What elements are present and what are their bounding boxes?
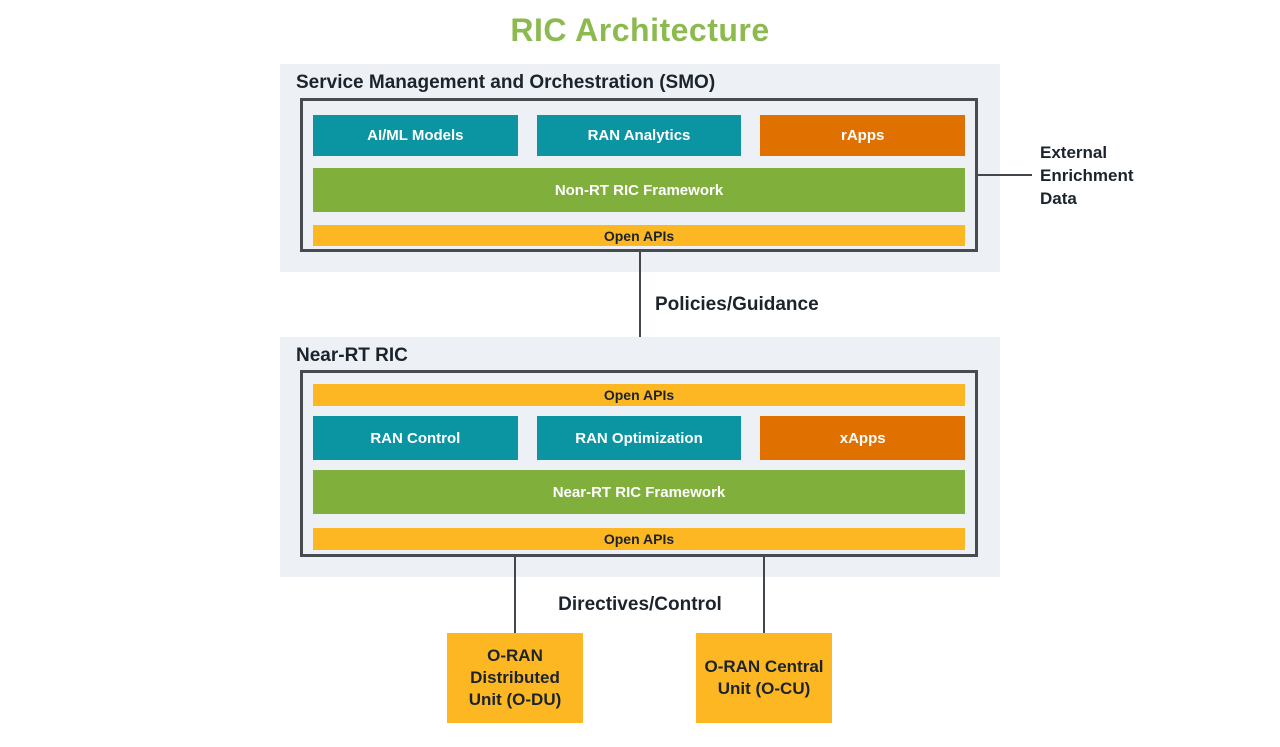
smo-block-ran-analytics: RAN Analytics — [536, 115, 742, 156]
policies-guidance-line — [639, 252, 641, 370]
smo-block-rapps: rApps — [760, 115, 966, 156]
directives-line-left — [514, 557, 516, 633]
near-rt-ric-section-label: Near-RT RIC — [296, 345, 408, 366]
near-rt-open-apis-top-bar: Open APIs — [313, 384, 965, 406]
near-rt-block-row: RAN Control RAN Optimization xApps — [313, 416, 966, 460]
smo-inner-box: AI/ML Models RAN Analytics rApps Non-RT … — [300, 98, 978, 252]
near-rt-ric-section: Near-RT RIC Open APIs RAN Control RAN Op… — [280, 337, 1000, 577]
near-rt-block-xapps: xApps — [760, 416, 966, 460]
smo-open-apis-bar: Open APIs — [313, 225, 965, 246]
diagram-title: RIC Architecture — [510, 12, 770, 48]
smo-block-row: AI/ML Models RAN Analytics rApps — [313, 115, 966, 156]
near-rt-block-ran-optimization: RAN Optimization — [536, 416, 742, 460]
o-ran-distributed-unit-box: O-RAN Distributed Unit (O-DU) — [447, 633, 583, 723]
near-rt-ric-inner-box: Open APIs RAN Control RAN Optimization x… — [300, 370, 978, 557]
smo-block-aiml-models: AI/ML Models — [313, 115, 518, 156]
policies-guidance-label: Policies/Guidance — [655, 294, 819, 315]
external-data-connector-line — [978, 174, 1032, 176]
near-rt-open-apis-bottom-bar: Open APIs — [313, 528, 965, 550]
directives-line-right — [763, 557, 765, 633]
smo-section-label: Service Management and Orchestration (SM… — [296, 72, 716, 93]
near-rt-ric-framework-bar: Near-RT RIC Framework — [313, 470, 965, 514]
near-rt-block-ran-control: RAN Control — [313, 416, 518, 460]
external-enrichment-data-label: External Enrichment Data — [1040, 143, 1134, 208]
directives-control-label: Directives/Control — [558, 594, 722, 615]
smo-section: Service Management and Orchestration (SM… — [280, 64, 1000, 272]
o-ran-central-unit-box: O-RAN Central Unit (O-CU) — [696, 633, 832, 723]
smo-non-rt-ric-framework-bar: Non-RT RIC Framework — [313, 168, 965, 212]
